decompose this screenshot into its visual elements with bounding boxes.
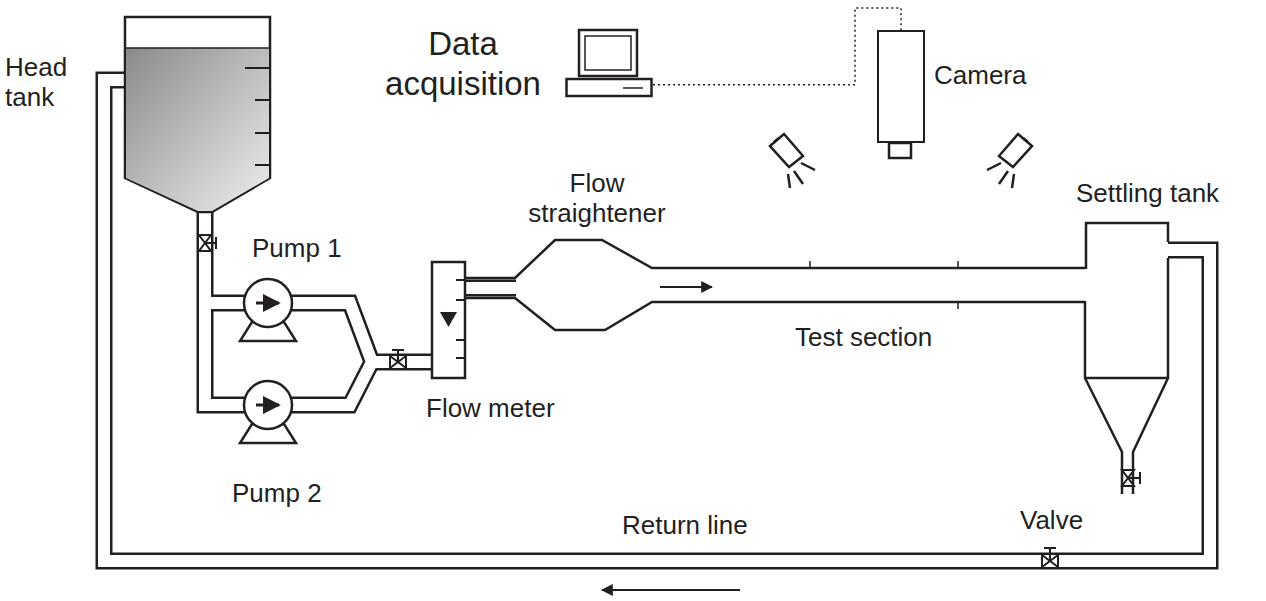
valves <box>199 235 1140 567</box>
section-ticks <box>810 261 958 309</box>
part-label: Return line <box>622 510 748 540</box>
part-label: Flow meter <box>426 393 555 423</box>
tank-outlet-valve <box>205 237 216 249</box>
meter-valve <box>390 350 406 368</box>
lamp <box>774 138 779 142</box>
pump-2 <box>240 381 296 443</box>
lamp <box>788 163 815 188</box>
flow-meter <box>432 262 465 378</box>
flow-meter <box>456 280 465 358</box>
channel-bottom <box>465 298 1085 330</box>
tank-top <box>1086 223 1168 269</box>
drain-valve <box>1128 472 1140 484</box>
tank-cone-rim <box>1085 377 1168 380</box>
return-valve <box>1042 548 1058 567</box>
channel-top <box>465 240 1085 278</box>
pump-1 <box>240 279 296 341</box>
monitor <box>579 30 637 76</box>
return-valve <box>1044 548 1056 561</box>
pump-2 <box>244 381 292 429</box>
drive-slot <box>623 87 643 89</box>
camera-node: Camera <box>877 30 925 143</box>
tank-left <box>1085 301 1122 494</box>
test-channel <box>465 240 1085 330</box>
tank-right <box>1133 258 1168 494</box>
flow-arrow <box>660 286 712 288</box>
pump-1 <box>244 279 292 327</box>
part-label: Settling tank <box>1076 178 1219 208</box>
part-label: Valve <box>1020 505 1083 535</box>
tank-water <box>126 48 269 211</box>
part-label: Test section <box>795 322 932 352</box>
part-label: Flow straightener <box>507 168 687 228</box>
flow-meter <box>440 312 457 327</box>
part-label: Pump 1 <box>252 233 342 263</box>
drain-valve <box>1122 470 1140 486</box>
camera-lens <box>889 143 911 158</box>
tank-outlet-valve <box>199 235 216 251</box>
outlet-pipe-bore <box>290 303 436 405</box>
computer-node: Data acquisition <box>565 28 653 98</box>
settling-tank <box>1085 223 1168 494</box>
head-tank <box>125 17 270 212</box>
node-heading: Data acquisition <box>373 24 553 103</box>
lamp <box>770 134 803 167</box>
flow-meter <box>432 262 465 378</box>
lamp <box>987 134 1032 188</box>
outlet-pipe <box>290 303 436 405</box>
tank-scale <box>245 68 270 165</box>
pump-1 <box>256 302 279 305</box>
computer-base <box>567 79 652 96</box>
node-heading: Camera <box>934 60 1026 91</box>
tank-body <box>125 17 270 212</box>
computer-icon <box>565 28 653 98</box>
meter-valve <box>392 350 404 362</box>
signal-cable <box>653 8 901 85</box>
screen <box>585 36 631 70</box>
return-arrow <box>602 589 740 591</box>
part-label: Head tank <box>5 52 100 112</box>
part-label: Pump 2 <box>232 478 322 508</box>
pump-2 <box>256 404 279 407</box>
lamp <box>770 134 815 188</box>
meter-pipe-bore <box>462 282 518 294</box>
water-surface <box>125 47 270 49</box>
